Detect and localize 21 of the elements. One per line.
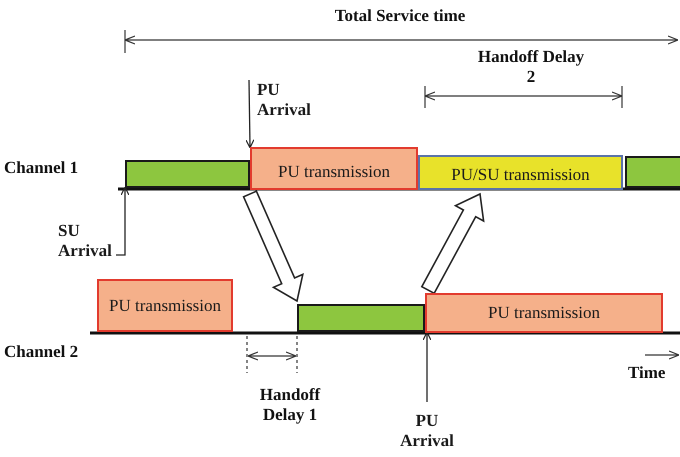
arrow [422, 332, 432, 402]
channel-bar [297, 304, 425, 332]
axis-label: Handoff Delay 1 [258, 385, 322, 426]
axis-label: Total Service time [334, 6, 466, 26]
axis-label: Handoff Delay 2 [476, 47, 586, 88]
axis-label: Time [628, 363, 666, 384]
channel-bar [625, 156, 680, 188]
event-label: SU Arrival [58, 213, 120, 269]
block-arrow [420, 192, 485, 294]
transmission-block: PU transmission [250, 147, 418, 190]
transmission-block: PU transmission [97, 279, 233, 332]
transmission-block: PU transmission [425, 293, 663, 333]
arrow [116, 186, 130, 256]
block-arrow [242, 190, 304, 302]
arrow [245, 80, 254, 148]
axis-label: Channel 1 [4, 158, 80, 178]
event-label: PU Arrival [397, 406, 457, 456]
transmission-block: PU/SU transmission [418, 155, 623, 190]
channel-bar [125, 160, 250, 188]
axis-label: Channel 2 [4, 342, 80, 362]
event-label: PU Arrival [249, 76, 329, 124]
